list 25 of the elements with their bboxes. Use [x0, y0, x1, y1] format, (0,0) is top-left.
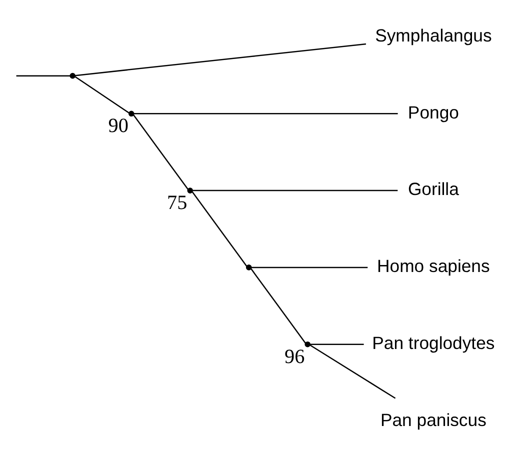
connector [133, 114, 189, 190]
connector [250, 268, 306, 344]
node-point [128, 110, 134, 116]
connector [74, 42, 366, 76]
node-label: 75 [167, 191, 188, 214]
connector [192, 189, 398, 191]
node-point [70, 72, 76, 78]
node-text: Symphalangus [375, 24, 492, 45]
connector [74, 75, 130, 113]
node-point [304, 340, 311, 347]
connector [192, 191, 248, 266]
node-label: 96 [284, 345, 305, 368]
node-point [187, 187, 193, 193]
connector [16, 74, 70, 76]
connector [310, 344, 396, 398]
connector [251, 266, 368, 268]
node-text: Homo sapiens [377, 256, 490, 276]
node-point [246, 264, 252, 270]
node-label: 90 [108, 114, 128, 137]
node-text: Pan paniscus [380, 409, 486, 430]
node-text: Gorilla [408, 178, 459, 199]
connector [310, 343, 364, 344]
connector [134, 112, 398, 114]
node-text: Pongo [408, 102, 459, 122]
node-text: Pan troglodytes [372, 332, 495, 353]
